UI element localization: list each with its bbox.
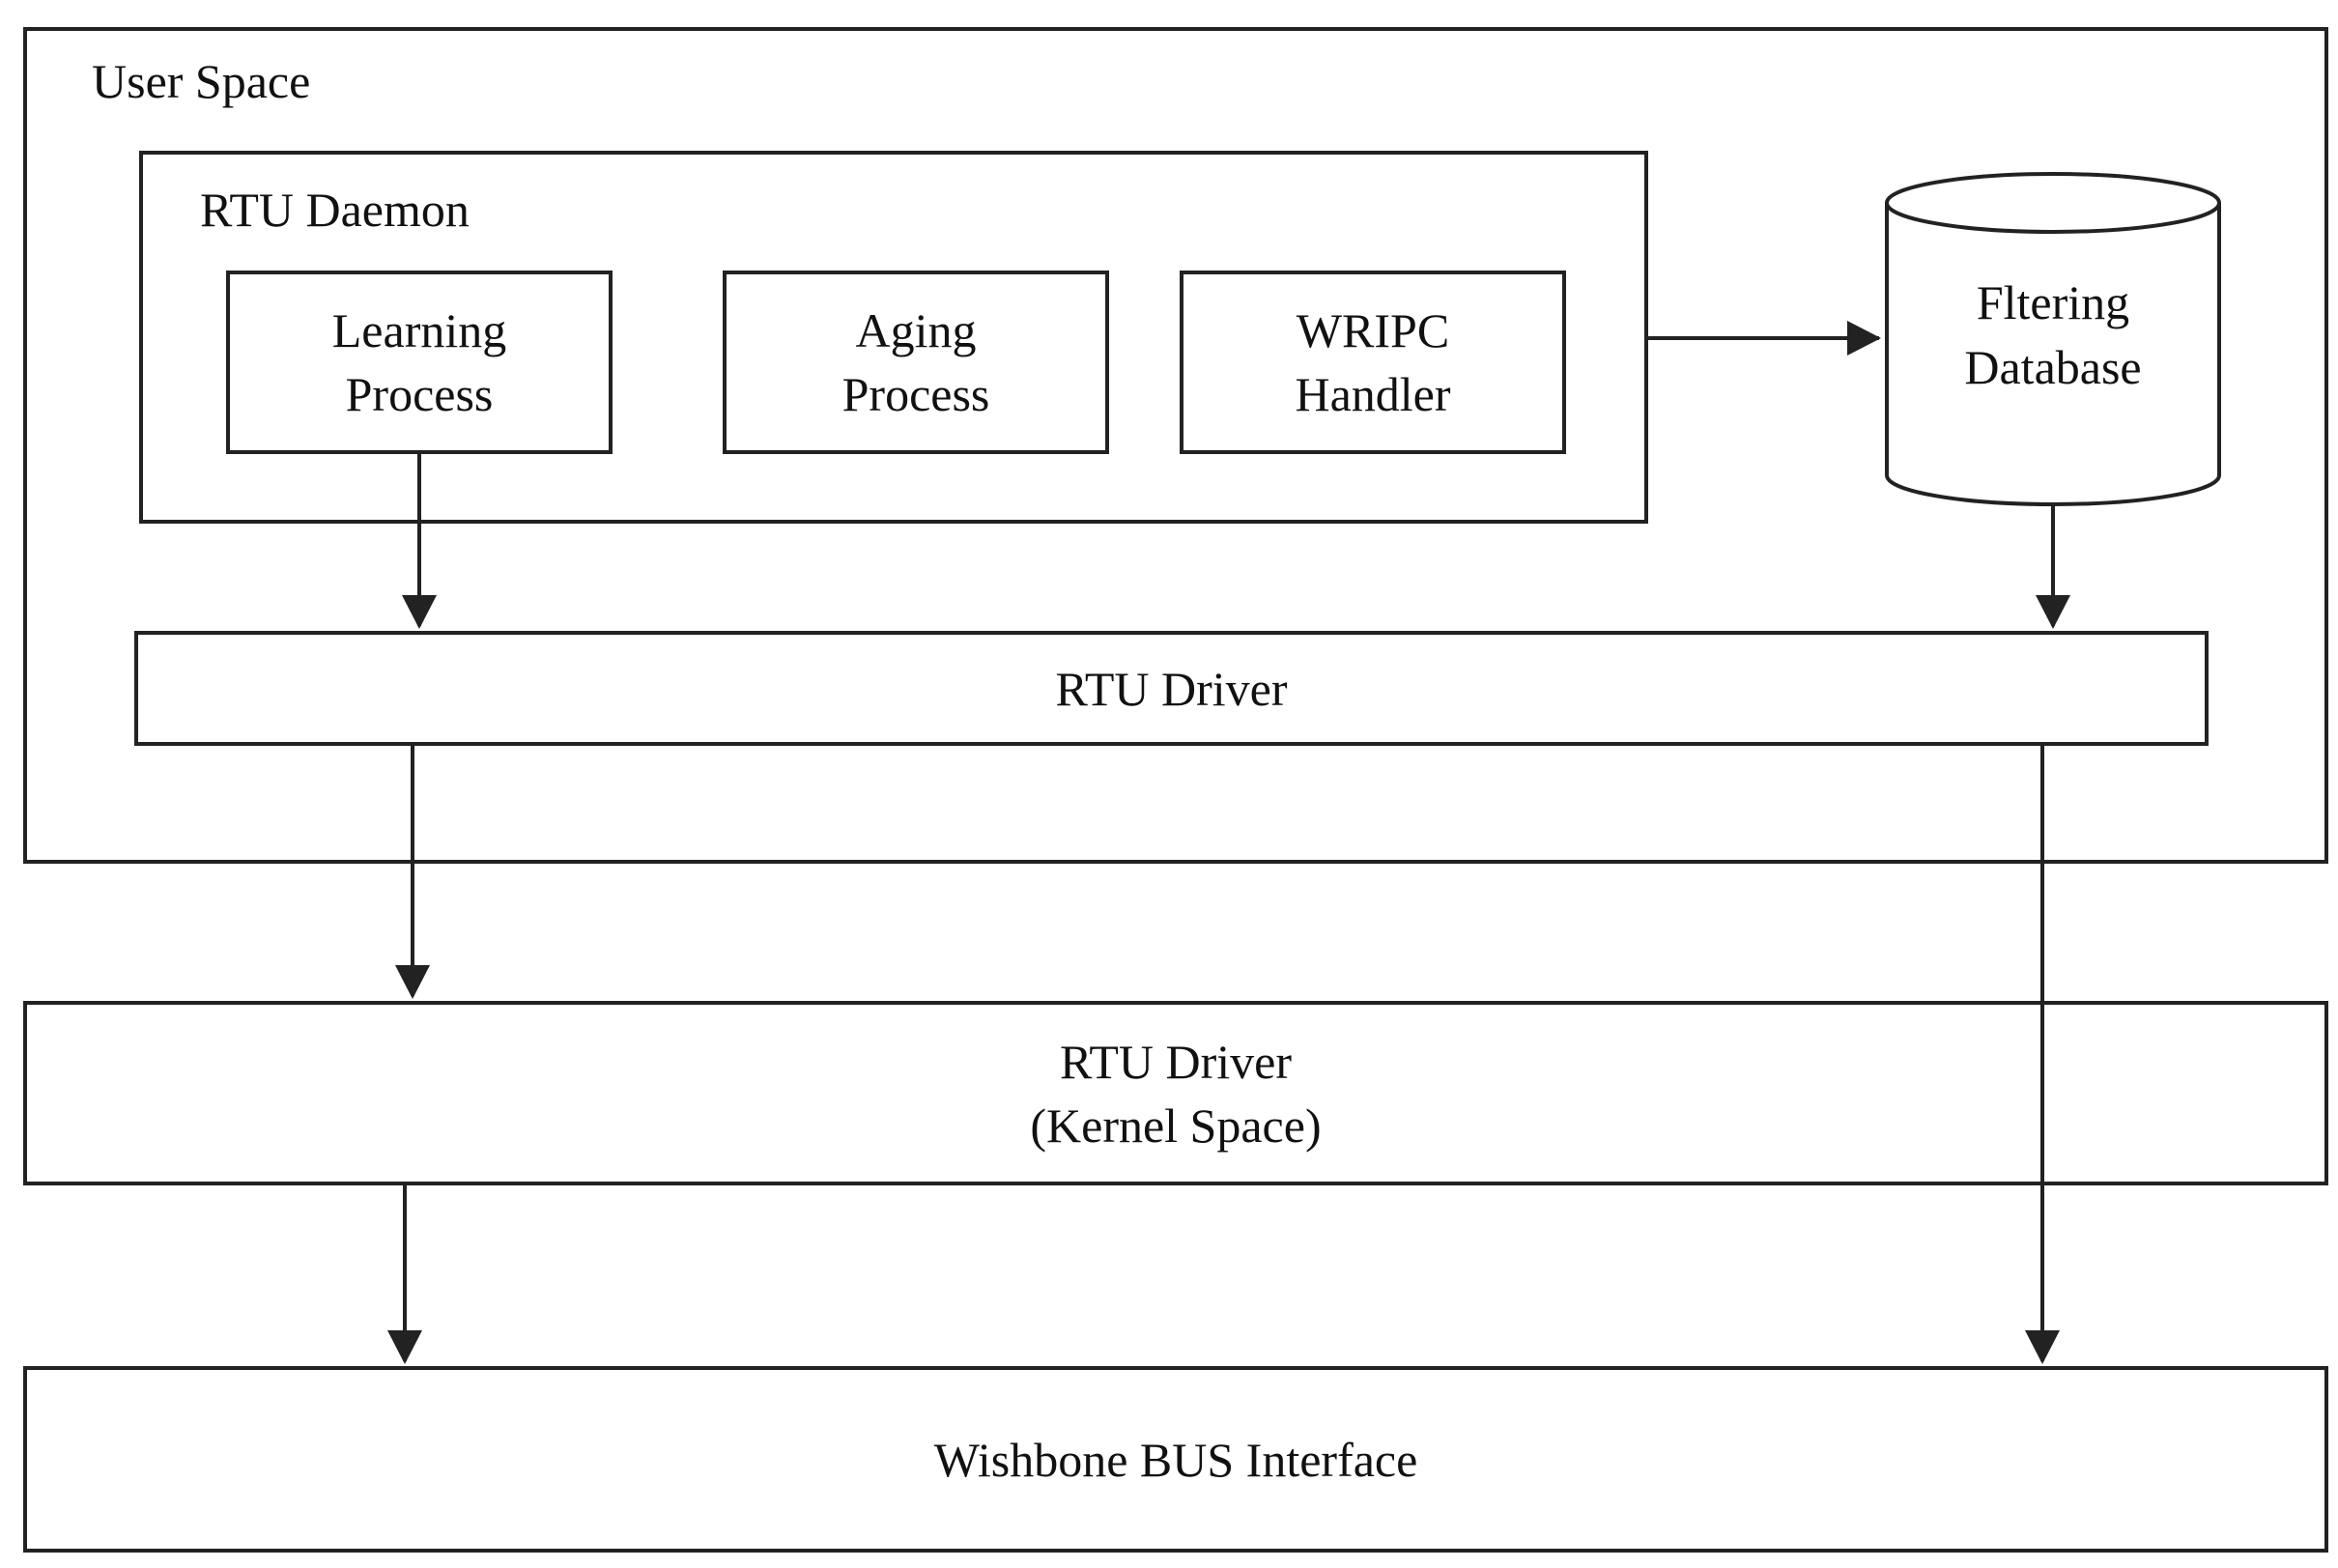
wripc-handler-line2: Handler bbox=[1295, 367, 1451, 421]
aging-process-line2: Process bbox=[841, 367, 990, 421]
learning-process-line1: Learning bbox=[331, 303, 507, 357]
rtu-driver-user-label: RTU Driver bbox=[1055, 661, 1288, 716]
wishbone-bus-box: Wishbone BUS Interface bbox=[23, 1366, 2328, 1553]
arrowhead-db-driver bbox=[2036, 595, 2070, 629]
rtu-driver-kernel-line1: RTU Driver bbox=[1060, 1034, 1292, 1089]
arrowhead-learning bbox=[402, 595, 437, 629]
wripc-handler-line1: WRIPC bbox=[1296, 303, 1450, 357]
arrowhead-wishbone-right bbox=[2025, 1330, 2060, 1364]
learning-process-box: Learning Process bbox=[226, 271, 613, 454]
user-space-label: User Space bbox=[92, 54, 311, 108]
wripc-handler-box: WRIPC Handler bbox=[1180, 271, 1566, 454]
wishbone-bus-label: Wishbone BUS Interface bbox=[933, 1432, 1418, 1487]
rtu-driver-kernel-box: RTU Driver (Kernel Space) bbox=[23, 1001, 2328, 1185]
database-icon bbox=[1885, 172, 2221, 506]
rtu-driver-user-box: RTU Driver bbox=[134, 631, 2209, 746]
arrowhead-wishbone-left bbox=[387, 1330, 422, 1364]
rtu-driver-kernel-line2: (Kernel Space) bbox=[1030, 1098, 1322, 1153]
rtu-daemon-label: RTU Daemon bbox=[200, 183, 470, 237]
aging-process-line1: Aging bbox=[855, 303, 977, 357]
database-line2: Database bbox=[1964, 340, 2141, 394]
aging-process-box: Aging Process bbox=[723, 271, 1109, 454]
database-line1: Fltering bbox=[1977, 275, 2129, 329]
arrowhead-kernel bbox=[395, 965, 430, 999]
learning-process-line2: Process bbox=[345, 367, 494, 421]
arrowhead-database bbox=[1847, 321, 1881, 356]
